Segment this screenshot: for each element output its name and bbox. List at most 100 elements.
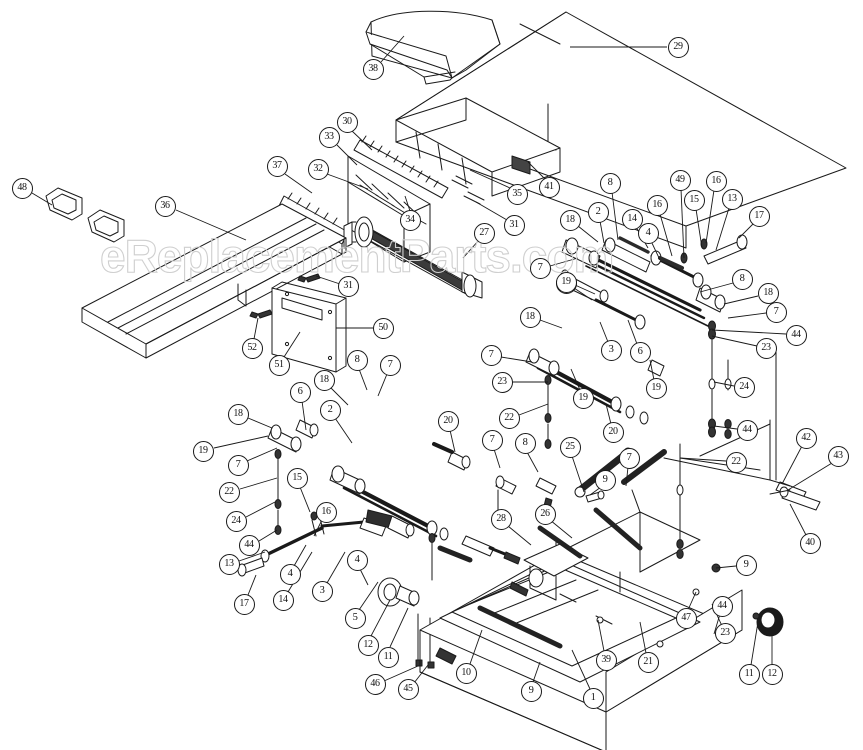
callout-19[interactable]: 19 (555, 271, 577, 293)
callout-18[interactable]: 18 (757, 282, 779, 304)
callout-13[interactable]: 13 (218, 553, 240, 575)
callout-51[interactable]: 51 (268, 354, 290, 376)
callout-15[interactable]: 15 (286, 467, 308, 489)
callout-7[interactable]: 7 (765, 301, 787, 323)
callout-40[interactable]: 40 (799, 532, 821, 554)
callout-29[interactable]: 29 (667, 36, 689, 58)
callout-24[interactable]: 24 (733, 376, 755, 398)
callout-45[interactable]: 45 (397, 678, 419, 700)
callout-28[interactable]: 28 (490, 508, 512, 530)
callout-48[interactable]: 48 (11, 177, 33, 199)
callout-11[interactable]: 11 (738, 663, 760, 685)
callout-leader (370, 599, 391, 637)
callout-30[interactable]: 30 (336, 111, 358, 133)
callout-24[interactable]: 24 (225, 510, 247, 532)
callout-31[interactable]: 31 (337, 275, 359, 297)
callout-14[interactable]: 14 (621, 208, 643, 230)
callout-14[interactable]: 14 (272, 589, 294, 611)
callout-41[interactable]: 41 (538, 176, 560, 198)
callout-27[interactable]: 27 (473, 222, 495, 244)
callout-15[interactable]: 15 (683, 189, 705, 211)
callout-7[interactable]: 7 (480, 344, 502, 366)
callout-5[interactable]: 5 (344, 607, 366, 629)
callout-34[interactable]: 34 (399, 209, 421, 231)
callout-19[interactable]: 19 (572, 387, 594, 409)
callout-44[interactable]: 44 (238, 534, 260, 556)
callout-20[interactable]: 20 (437, 410, 459, 432)
callout-leader (493, 448, 501, 469)
callout-12[interactable]: 12 (761, 663, 783, 685)
callout-2[interactable]: 2 (587, 201, 609, 223)
callout-8[interactable]: 8 (599, 172, 621, 194)
callout-9[interactable]: 9 (735, 554, 757, 576)
callout-7[interactable]: 7 (618, 447, 640, 469)
callout-17[interactable]: 17 (748, 205, 770, 227)
callout-19[interactable]: 19 (192, 440, 214, 462)
callout-3[interactable]: 3 (311, 580, 333, 602)
callout-18[interactable]: 18 (519, 306, 541, 328)
callout-50[interactable]: 50 (372, 317, 394, 339)
callout-16[interactable]: 16 (705, 170, 727, 192)
callout-22[interactable]: 22 (725, 451, 747, 473)
callout-10[interactable]: 10 (455, 662, 477, 684)
callout-16[interactable]: 16 (646, 194, 668, 216)
callout-7[interactable]: 7 (227, 454, 249, 476)
callout-leader (574, 284, 596, 295)
callout-12[interactable]: 12 (357, 634, 379, 656)
callout-20[interactable]: 20 (602, 421, 624, 443)
callout-6[interactable]: 6 (629, 341, 651, 363)
callout-32[interactable]: 32 (307, 158, 329, 180)
callout-31[interactable]: 31 (503, 214, 525, 236)
callout-21[interactable]: 21 (637, 651, 659, 673)
callout-18[interactable]: 18 (227, 403, 249, 425)
callout-1[interactable]: 1 (582, 687, 604, 709)
callout-leader (247, 574, 257, 596)
callout-38[interactable]: 38 (362, 58, 384, 80)
callout-13[interactable]: 13 (721, 188, 743, 210)
callout-26[interactable]: 26 (534, 503, 556, 525)
callout-17[interactable]: 17 (233, 593, 255, 615)
callout-22[interactable]: 22 (498, 407, 520, 429)
callout-8[interactable]: 8 (731, 268, 753, 290)
callout-35[interactable]: 35 (506, 183, 528, 205)
callout-4[interactable]: 4 (637, 222, 659, 244)
callout-18[interactable]: 18 (559, 209, 581, 231)
callout-8[interactable]: 8 (346, 349, 368, 371)
callout-4[interactable]: 4 (346, 549, 368, 571)
callout-36[interactable]: 36 (154, 195, 176, 217)
callout-42[interactable]: 42 (795, 427, 817, 449)
callout-7[interactable]: 7 (529, 257, 551, 279)
callout-7[interactable]: 7 (379, 354, 401, 376)
callout-7[interactable]: 7 (481, 429, 503, 451)
callout-9[interactable]: 9 (594, 469, 616, 491)
callout-18[interactable]: 18 (313, 369, 335, 391)
callout-leader (500, 356, 533, 363)
callout-11[interactable]: 11 (377, 646, 399, 668)
callout-23[interactable]: 23 (491, 371, 513, 393)
callout-6[interactable]: 6 (289, 381, 311, 403)
callout-49[interactable]: 49 (669, 169, 691, 191)
callout-37[interactable]: 37 (266, 155, 288, 177)
callout-47[interactable]: 47 (675, 607, 697, 629)
callout-8[interactable]: 8 (514, 432, 536, 454)
callout-23[interactable]: 23 (755, 337, 777, 359)
callout-9[interactable]: 9 (520, 680, 542, 702)
callout-44[interactable]: 44 (736, 419, 758, 441)
callout-4[interactable]: 4 (279, 563, 301, 585)
callout-43[interactable]: 43 (827, 445, 849, 467)
callout-25[interactable]: 25 (559, 436, 581, 458)
callout-leader (329, 386, 349, 406)
callout-3[interactable]: 3 (600, 339, 622, 361)
callout-46[interactable]: 46 (364, 673, 386, 695)
callout-39[interactable]: 39 (595, 649, 617, 671)
callout-2[interactable]: 2 (319, 399, 341, 421)
callout-16[interactable]: 16 (315, 501, 337, 523)
callout-44[interactable]: 44 (785, 324, 807, 346)
callout-44[interactable]: 44 (711, 595, 733, 617)
callout-33[interactable]: 33 (318, 126, 340, 148)
callout-22[interactable]: 22 (218, 481, 240, 503)
callout-52[interactable]: 52 (241, 337, 263, 359)
callout-23[interactable]: 23 (714, 622, 736, 644)
callout-19[interactable]: 19 (645, 377, 667, 399)
